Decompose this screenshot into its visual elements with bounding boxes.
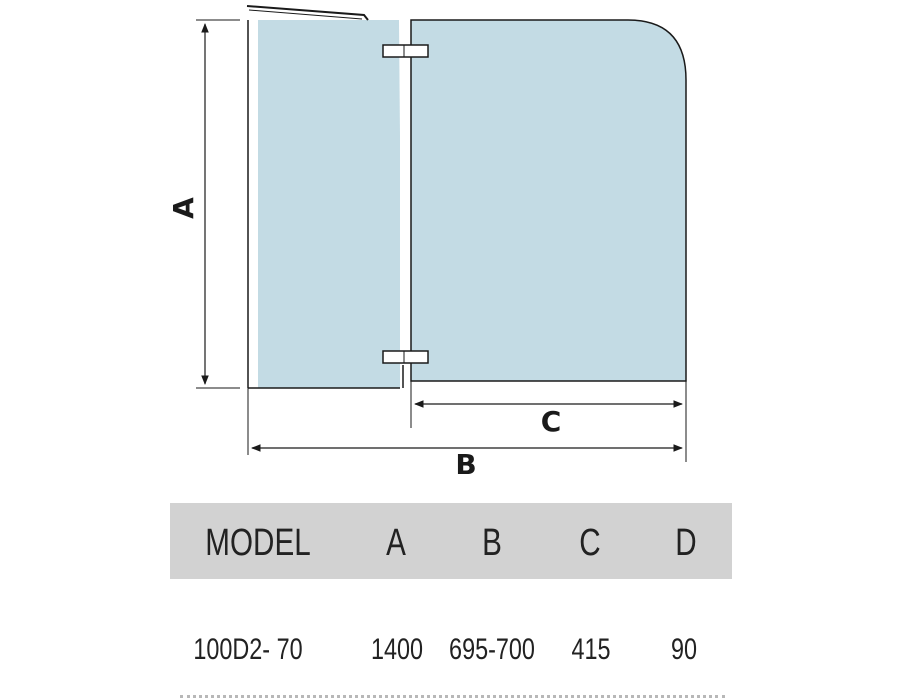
table-header-band <box>170 503 732 579</box>
support-bar <box>246 5 369 21</box>
header-c: C <box>579 522 601 564</box>
hinge-bottom <box>382 350 429 364</box>
header-model: MODEL <box>205 522 311 564</box>
header-b: B <box>482 522 502 564</box>
header-d: D <box>675 522 697 564</box>
table-bottom-divider <box>180 695 725 698</box>
left-glass-panel <box>258 20 400 388</box>
cell-d: 90 <box>670 633 698 666</box>
right-glass-panel <box>410 19 687 382</box>
hinge-top <box>382 44 429 58</box>
dim-a-label: A <box>167 197 200 219</box>
header-a: A <box>386 522 406 564</box>
dim-c-label: C <box>541 405 562 438</box>
shower-screen-diagram: A C B <box>167 5 687 481</box>
cell-c: 415 <box>571 633 611 666</box>
cell-model: 100D2- 70 <box>193 633 303 666</box>
left-panel-inner-edge <box>399 19 404 371</box>
cell-a: 1400 <box>370 633 424 666</box>
support-bar-shadow <box>248 9 363 20</box>
dim-b-label: B <box>455 448 476 481</box>
cell-b: 695-700 <box>449 633 535 666</box>
